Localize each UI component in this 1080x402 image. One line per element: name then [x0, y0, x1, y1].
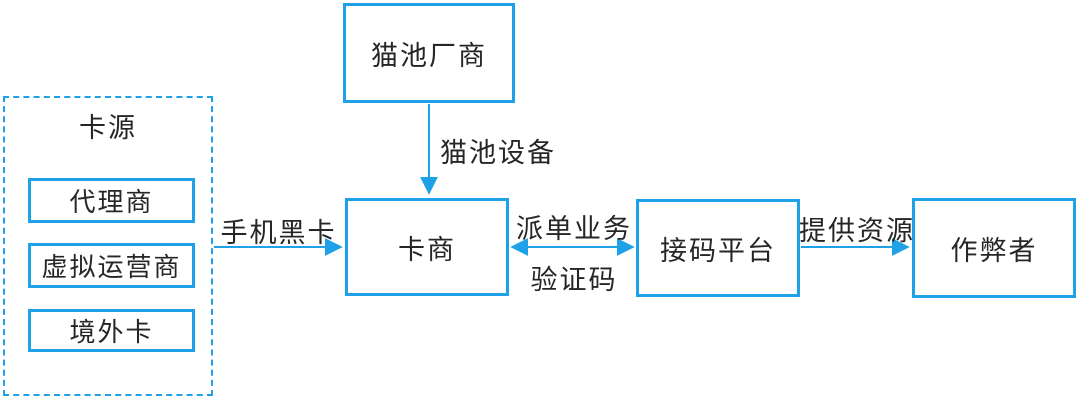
node-virtual-operator: 虚拟运营商 [28, 243, 195, 288]
card-source-group-box [3, 96, 213, 396]
node-cheater: 作弊者 [912, 198, 1076, 298]
edge-label-mobile-black-card: 手机黑卡 [220, 218, 337, 248]
node-sms-code-platform: 接码平台 [636, 199, 800, 297]
node-overseas-card: 境外卡 [28, 309, 195, 352]
edge-label-verification-code: 验证码 [530, 265, 618, 295]
edge-label-provide-resources: 提供资源 [799, 216, 915, 246]
edge-label-modem-pool-device: 猫池设备 [440, 138, 556, 168]
node-card-merchant: 卡商 [345, 198, 509, 296]
node-modem-pool-vendor: 猫池厂商 [343, 3, 515, 103]
edge-label-order-dispatch: 派单业务 [516, 214, 632, 244]
node-agent: 代理商 [28, 178, 195, 223]
card-source-group-label: 卡源 [79, 113, 137, 143]
